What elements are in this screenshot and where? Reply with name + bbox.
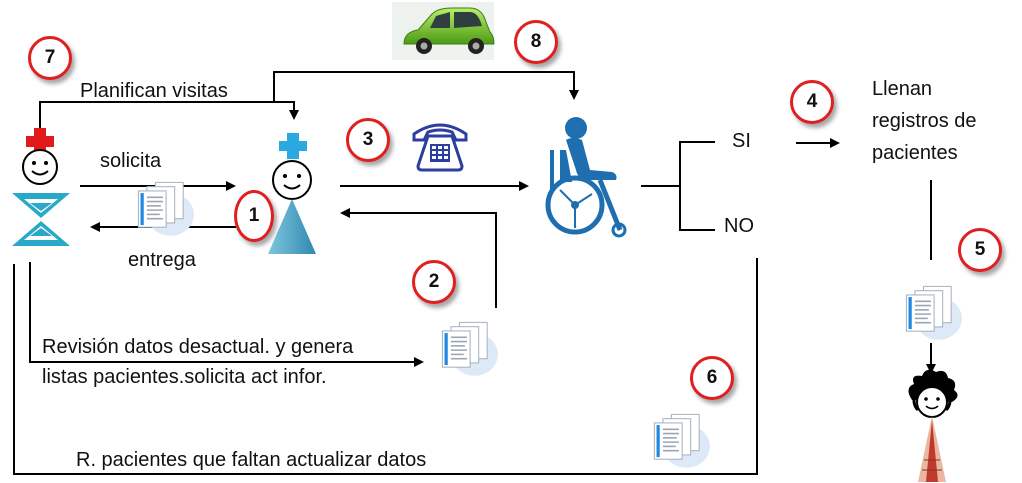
step-badge-3: 3 bbox=[346, 118, 390, 162]
label-si: SI bbox=[732, 130, 751, 152]
wheelchair-patient-icon bbox=[545, 117, 627, 238]
telephone-icon bbox=[412, 123, 468, 172]
label-registros-line1: Llenan bbox=[872, 78, 933, 100]
label-registros-line2: registros de bbox=[872, 110, 977, 132]
step-badge-6: 6 bbox=[690, 356, 734, 400]
label-revision-line1: Revisión datos desactual. y genera bbox=[42, 336, 354, 358]
doctor-red-cross-icon bbox=[12, 128, 70, 246]
label-revision-line2: listas pacientes.solicita act infor. bbox=[42, 366, 327, 388]
label-no: NO bbox=[724, 215, 754, 237]
label-solicita: solicita bbox=[100, 150, 162, 172]
edge-planifican-visitas bbox=[39, 101, 299, 130]
edge-return-nurse bbox=[340, 208, 497, 308]
label-registros-line3: pacientes bbox=[872, 142, 958, 164]
green-car-icon bbox=[392, 2, 495, 60]
label-faltan-actualizar: R. pacientes que faltan actualizar datos bbox=[76, 449, 427, 471]
label-entrega: entrega bbox=[128, 249, 196, 271]
label-planifican-visitas: Planifican visitas bbox=[80, 80, 228, 102]
edge-revision bbox=[29, 262, 424, 367]
step-badge-2: 2 bbox=[412, 260, 456, 304]
connectors bbox=[13, 71, 936, 475]
edge-car-route bbox=[273, 71, 579, 102]
woman-person-icon bbox=[908, 369, 958, 482]
step-badge-7: 7 bbox=[28, 36, 72, 80]
document-stack-icon bbox=[905, 285, 963, 341]
document-stack-icon bbox=[653, 413, 711, 469]
document-stack-icon bbox=[441, 321, 499, 377]
step-badge-5: 5 bbox=[958, 228, 1002, 272]
edge-no-return bbox=[13, 258, 758, 475]
step-badge-8: 8 bbox=[514, 20, 558, 64]
step-badge-1: 1 bbox=[234, 190, 274, 242]
step-badge-4: 4 bbox=[790, 80, 834, 124]
edge-branch-bracket bbox=[679, 141, 715, 231]
nurse-blue-cross-icon bbox=[268, 133, 316, 254]
